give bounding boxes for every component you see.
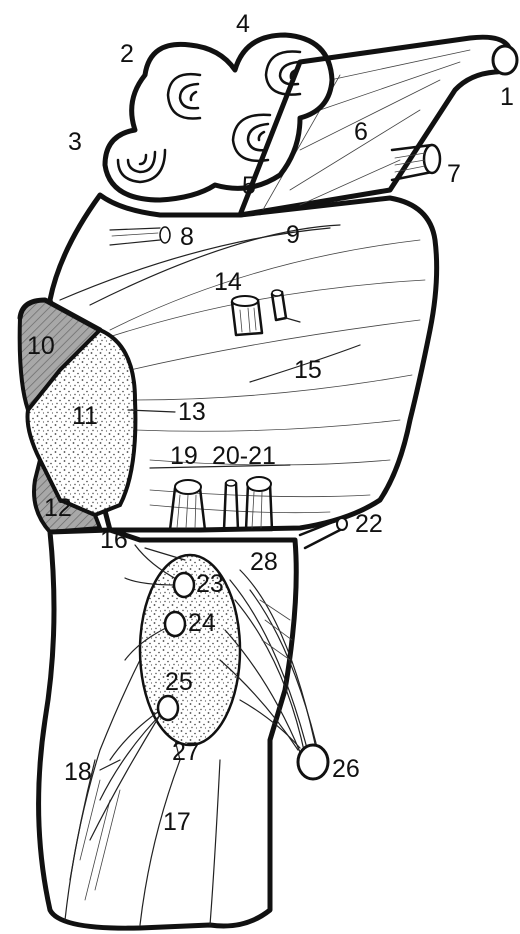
label-24: 24 — [188, 609, 216, 637]
label-1: 1 — [500, 83, 514, 111]
label-13: 13 — [178, 398, 206, 426]
label-6: 6 — [354, 118, 368, 146]
label-25: 25 — [165, 668, 193, 696]
coil-2 — [168, 74, 200, 118]
label-22: 22 — [355, 510, 383, 538]
label-7: 7 — [447, 160, 461, 188]
vessel-8 — [110, 227, 170, 245]
label-26: 26 — [332, 755, 360, 783]
label-15: 15 — [294, 356, 322, 384]
label-23: 23 — [196, 570, 224, 598]
opening-23 — [174, 573, 194, 597]
opening-25 — [158, 696, 178, 720]
label-20-21: 20-21 — [212, 442, 276, 470]
tendon-6 — [240, 37, 510, 215]
label-9: 9 — [286, 221, 300, 249]
label-16: 16 — [100, 526, 128, 554]
tendon-end-1 — [493, 46, 517, 74]
label-28: 28 — [250, 548, 278, 576]
label-8: 8 — [180, 223, 194, 251]
label-2: 2 — [120, 40, 134, 68]
opening-24 — [165, 612, 185, 636]
label-11: 11 — [72, 402, 98, 430]
label-3: 3 — [68, 128, 82, 156]
label-14: 14 — [214, 268, 242, 296]
label-5: 5 — [242, 172, 256, 200]
vessels-14 — [232, 290, 300, 335]
label-12: 12 — [44, 494, 72, 522]
label-10: 10 — [27, 332, 55, 360]
label-18: 18 — [64, 758, 92, 786]
tendons-19-20-21 — [150, 465, 290, 530]
knob-26 — [298, 745, 328, 779]
label-27: 27 — [172, 738, 200, 766]
label-19: 19 — [170, 442, 198, 470]
label-17: 17 — [163, 808, 191, 836]
label-4: 4 — [236, 10, 250, 38]
coil-3 — [118, 150, 165, 182]
coiled-structure — [105, 35, 332, 200]
